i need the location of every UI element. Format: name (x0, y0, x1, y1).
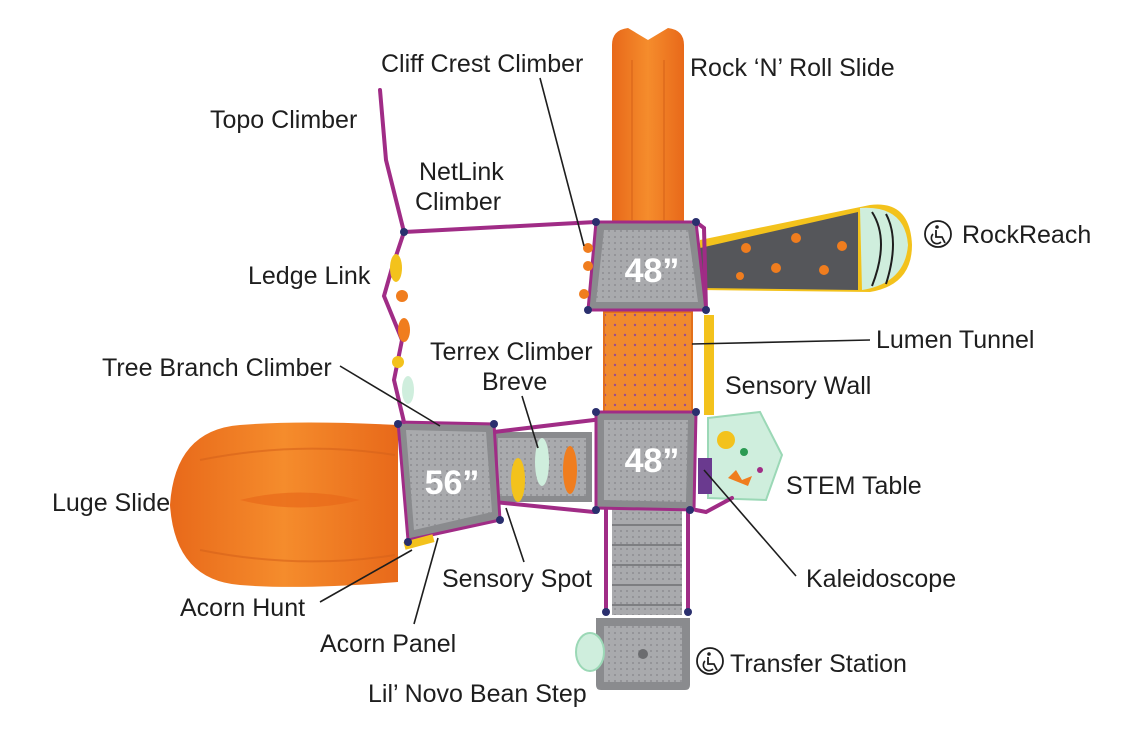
label-acorn-panel: Acorn Panel (320, 630, 456, 658)
label-lumen-tunnel: Lumen Tunnel (876, 326, 1034, 354)
label-ledge-link: Ledge Link (248, 262, 371, 290)
label-netlink-climber-line1: NetLink (419, 158, 504, 186)
label-tree-branch-climber: Tree Branch Climber (102, 354, 332, 382)
wheelchair-accessible-icon (924, 220, 952, 248)
label-stem-table: STEM Table (786, 472, 922, 500)
label-cliff-crest-climber: Cliff Crest Climber (381, 50, 583, 78)
deck-middle-height-label: 48” (625, 442, 680, 480)
deck-bolts (394, 218, 710, 616)
label-topo-climber: Topo Climber (210, 106, 357, 134)
stem-table (707, 410, 784, 502)
acorn-panel (403, 534, 435, 550)
lil-novo-bean-step (575, 632, 605, 672)
ledge-link-holds (390, 254, 414, 404)
label-lil-novo-bean-step: Lil’ Novo Bean Step (368, 680, 587, 708)
label-transfer-station: Transfer Station (730, 650, 907, 678)
label-netlink-climber-line2: Climber (415, 188, 501, 216)
deck-top-height-label: 48” (625, 252, 680, 290)
label-luge-slide: Luge Slide (52, 489, 170, 517)
sensory-wall (704, 315, 714, 415)
rockreach-label-group: RockReach (924, 220, 1091, 249)
deck-middle-48 (594, 410, 698, 512)
rock-n-roll-slide (612, 28, 684, 225)
deck-left-56 (396, 420, 502, 542)
label-terrex-climber-line1: Terrex Climber (430, 338, 593, 366)
label-terrex-climber-line2: Breve (482, 368, 547, 396)
deck-left-height-label: 56” (425, 464, 480, 502)
deck-top-48 (586, 220, 708, 312)
wheelchair-accessible-icon (696, 647, 724, 675)
label-sensory-spot: Sensory Spot (442, 565, 592, 593)
structure: 48” 48” 56” (170, 28, 912, 690)
leader-lines (319, 77, 871, 625)
label-rock-n-roll-slide: Rock ‘N’ Roll Slide (690, 54, 895, 82)
lumen-tunnel (603, 311, 693, 413)
cliff-crest-holds (579, 243, 593, 299)
terrex-bridge (492, 418, 596, 514)
kaleidoscope-panel (698, 458, 712, 494)
label-sensory-wall: Sensory Wall (725, 372, 871, 400)
label-kaleidoscope: Kaleidoscope (806, 565, 956, 593)
labels: Cliff Crest Climber Rock ‘N’ Roll Slide … (52, 50, 1091, 708)
rockreach-panel (700, 204, 912, 292)
transfer-station (596, 503, 690, 690)
transfer-station-label-group: Transfer Station (696, 647, 907, 678)
label-acorn-hunt: Acorn Hunt (180, 594, 305, 622)
luge-slide (170, 422, 398, 587)
label-rockreach: RockReach (962, 221, 1091, 249)
